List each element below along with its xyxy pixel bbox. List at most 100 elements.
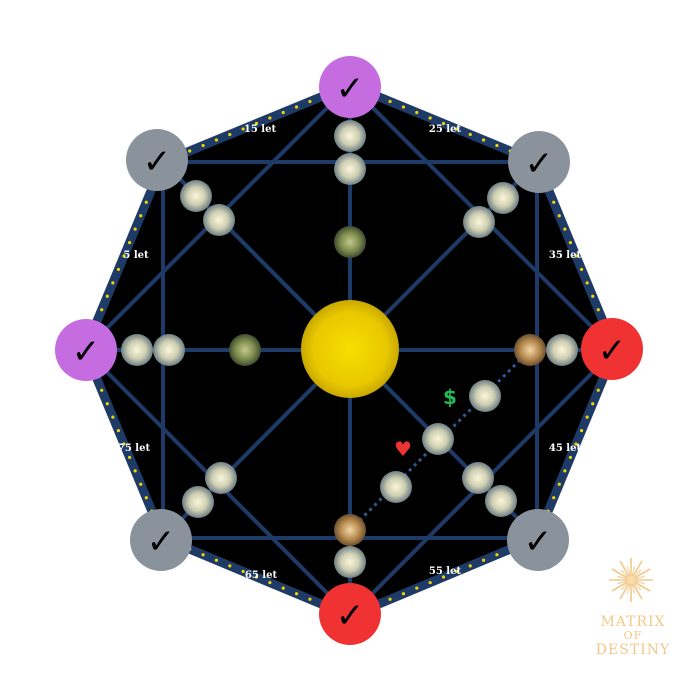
frame-dot	[415, 110, 419, 115]
check-icon: ✓	[524, 522, 553, 562]
frame-dot	[552, 200, 556, 204]
logo-ray	[632, 560, 643, 577]
frame-dot	[596, 388, 600, 392]
orb-bottom-bronze	[334, 514, 366, 546]
frame-dot	[116, 267, 121, 272]
frame-dot	[228, 564, 232, 568]
frame-dot	[591, 294, 595, 298]
frame-dot	[127, 240, 132, 245]
check-icon: ✓	[72, 332, 101, 372]
orb-top-1	[334, 120, 366, 152]
frame-dot	[563, 227, 567, 231]
logo-ray	[632, 583, 643, 600]
frame-dot	[579, 428, 584, 433]
logo-ray	[634, 580, 645, 585]
orb-top-2	[334, 153, 366, 185]
frame-dot	[133, 469, 137, 473]
age-label-35: 35 let	[549, 250, 582, 261]
orb-bl-2	[182, 486, 214, 518]
marker-left	[55, 319, 117, 381]
orb-tr-1	[487, 182, 519, 214]
logo-ray	[631, 566, 636, 577]
frame-dot	[415, 586, 419, 590]
dollar-icon: $	[443, 385, 457, 409]
logo-ray	[620, 582, 629, 591]
frame-dot	[568, 240, 573, 245]
logo-ray	[611, 568, 628, 579]
check-icon: ✓	[336, 596, 365, 636]
orb-bottom-1	[334, 546, 366, 578]
frame-dot	[308, 597, 312, 601]
logo-ray	[626, 566, 631, 577]
logo-ray	[633, 569, 642, 578]
logo-ray	[617, 575, 628, 580]
marker-bottom	[319, 583, 381, 645]
age-label-75: 75 let	[118, 443, 151, 454]
orb-tr-2	[463, 206, 495, 238]
orb-tl-1	[180, 180, 212, 212]
orb-money	[469, 380, 501, 412]
orb-right-1	[546, 334, 578, 366]
frame-dot	[428, 580, 432, 585]
frame-dot	[455, 127, 459, 131]
frame-dot	[122, 254, 126, 258]
frame-dot	[100, 308, 104, 312]
marker-top-right	[508, 131, 570, 193]
marker-bottom-left	[130, 509, 192, 571]
age-label-25: 25 let	[429, 124, 462, 135]
frame-dot	[585, 415, 589, 419]
frame-dot	[579, 267, 584, 272]
age-label-45: 45 let	[549, 443, 582, 454]
frame-dot	[294, 592, 299, 596]
frame-dot	[552, 496, 556, 500]
frame-dot	[495, 553, 499, 557]
check-icon: ✓	[147, 522, 176, 562]
logo-ray	[620, 569, 629, 578]
logo-star-icon	[609, 558, 653, 602]
frame-dot	[254, 575, 259, 579]
logo-ray	[634, 581, 651, 592]
check-icon: ✓	[143, 142, 172, 182]
frame-dot	[401, 105, 406, 109]
frame-dot	[241, 569, 245, 574]
frame-dot	[596, 308, 600, 312]
frame-dot	[281, 110, 285, 115]
heart-icon: ♥	[394, 437, 412, 461]
frame-dot	[228, 132, 232, 137]
marker-top	[319, 56, 381, 118]
logo-core	[627, 576, 635, 584]
frame-dot	[201, 553, 205, 557]
frame-dot	[105, 294, 109, 298]
frame-dot	[116, 428, 121, 433]
frame-dot	[111, 281, 115, 285]
center-orb	[301, 300, 399, 398]
frame-dot	[563, 469, 567, 473]
frame-dot	[388, 99, 392, 104]
frame-dot	[455, 569, 459, 574]
orb-left-1	[121, 334, 153, 366]
frame-dot	[268, 580, 272, 585]
frame-dot	[388, 597, 392, 601]
frame-dot	[144, 200, 148, 204]
frame-dot	[557, 482, 561, 486]
frame-dot	[139, 214, 143, 218]
frame-dot	[144, 496, 148, 500]
frame-dot	[481, 138, 486, 142]
frame-dot	[133, 227, 137, 231]
frame-dot	[574, 442, 578, 446]
orb-left-olive	[229, 334, 261, 366]
orb-mid-love	[422, 423, 454, 455]
orb-left-2	[153, 334, 185, 366]
frame-dot	[294, 105, 299, 109]
frame-dot	[100, 388, 104, 392]
frame-dot	[214, 558, 219, 562]
check-icon: ✓	[336, 69, 365, 109]
check-icon: ✓	[525, 144, 554, 184]
logo-ray	[634, 568, 651, 579]
logo-ray	[611, 581, 628, 592]
orb-br-2	[485, 485, 517, 517]
orbs	[121, 120, 578, 578]
frame-dot	[254, 121, 259, 126]
frame-dot	[495, 143, 499, 148]
